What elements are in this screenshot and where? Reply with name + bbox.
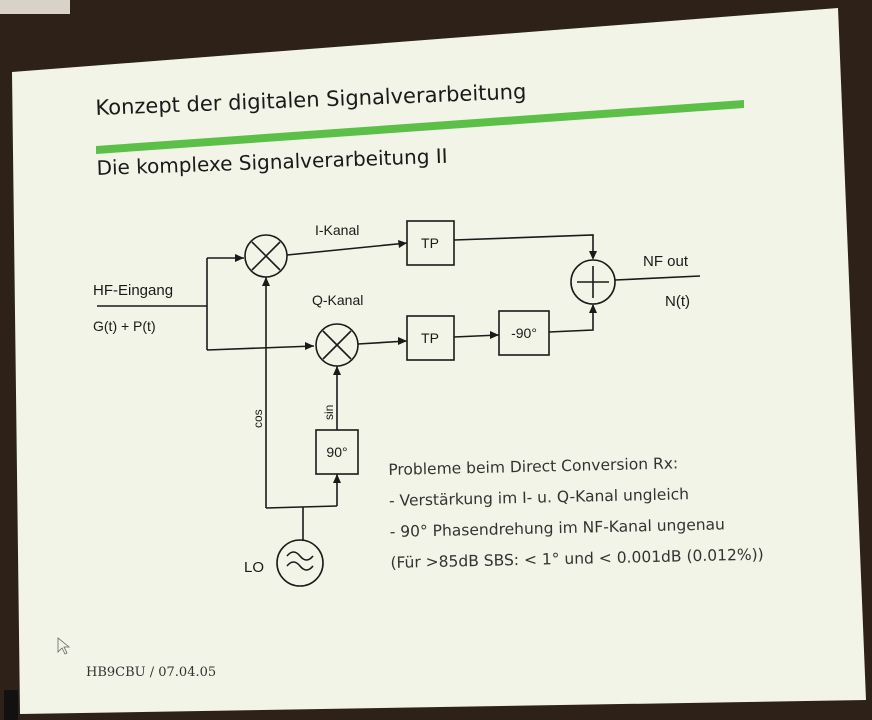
input-label: HF-Eingang	[93, 282, 173, 299]
slide-footer: HB9CBU / 07.04.05	[86, 665, 217, 680]
phase-shift-q-box	[498, 310, 550, 356]
problems-list: Probleme beim Direct Conversion Rx: - Ve…	[388, 447, 764, 579]
output-signal-label: N(t)	[665, 293, 690, 310]
lowpass-q-label: TP	[421, 330, 439, 346]
screen-stand	[4, 690, 18, 720]
cursor-arrow-icon	[57, 637, 71, 655]
phase-shift-q-label: -90°	[511, 325, 537, 341]
i-channel-label: I-Kanal	[315, 222, 359, 238]
ceiling-light	[0, 0, 70, 14]
output-line	[614, 275, 701, 281]
output-label: NF out	[643, 253, 689, 270]
phase-shift-lo-label: 90°	[326, 444, 347, 460]
lo-oscillator	[276, 539, 324, 587]
slide-surface	[12, 8, 866, 714]
sin-label: sin	[322, 405, 336, 420]
cos-label: cos	[251, 409, 265, 428]
lo-bus	[265, 505, 338, 509]
i-path	[286, 242, 408, 256]
title-underline	[96, 100, 744, 154]
arrowheads	[235, 240, 597, 483]
lo-label: LO	[244, 559, 264, 576]
q-channel-label: Q-Kanal	[312, 292, 363, 308]
lowpass-q-box	[406, 315, 455, 361]
input-signal-label: G(t) + P(t)	[93, 318, 156, 334]
q-to-adder	[548, 305, 594, 333]
lowpass-i-label: TP	[421, 235, 439, 251]
i-to-adder	[453, 234, 594, 258]
q-mixer-input	[206, 345, 315, 351]
